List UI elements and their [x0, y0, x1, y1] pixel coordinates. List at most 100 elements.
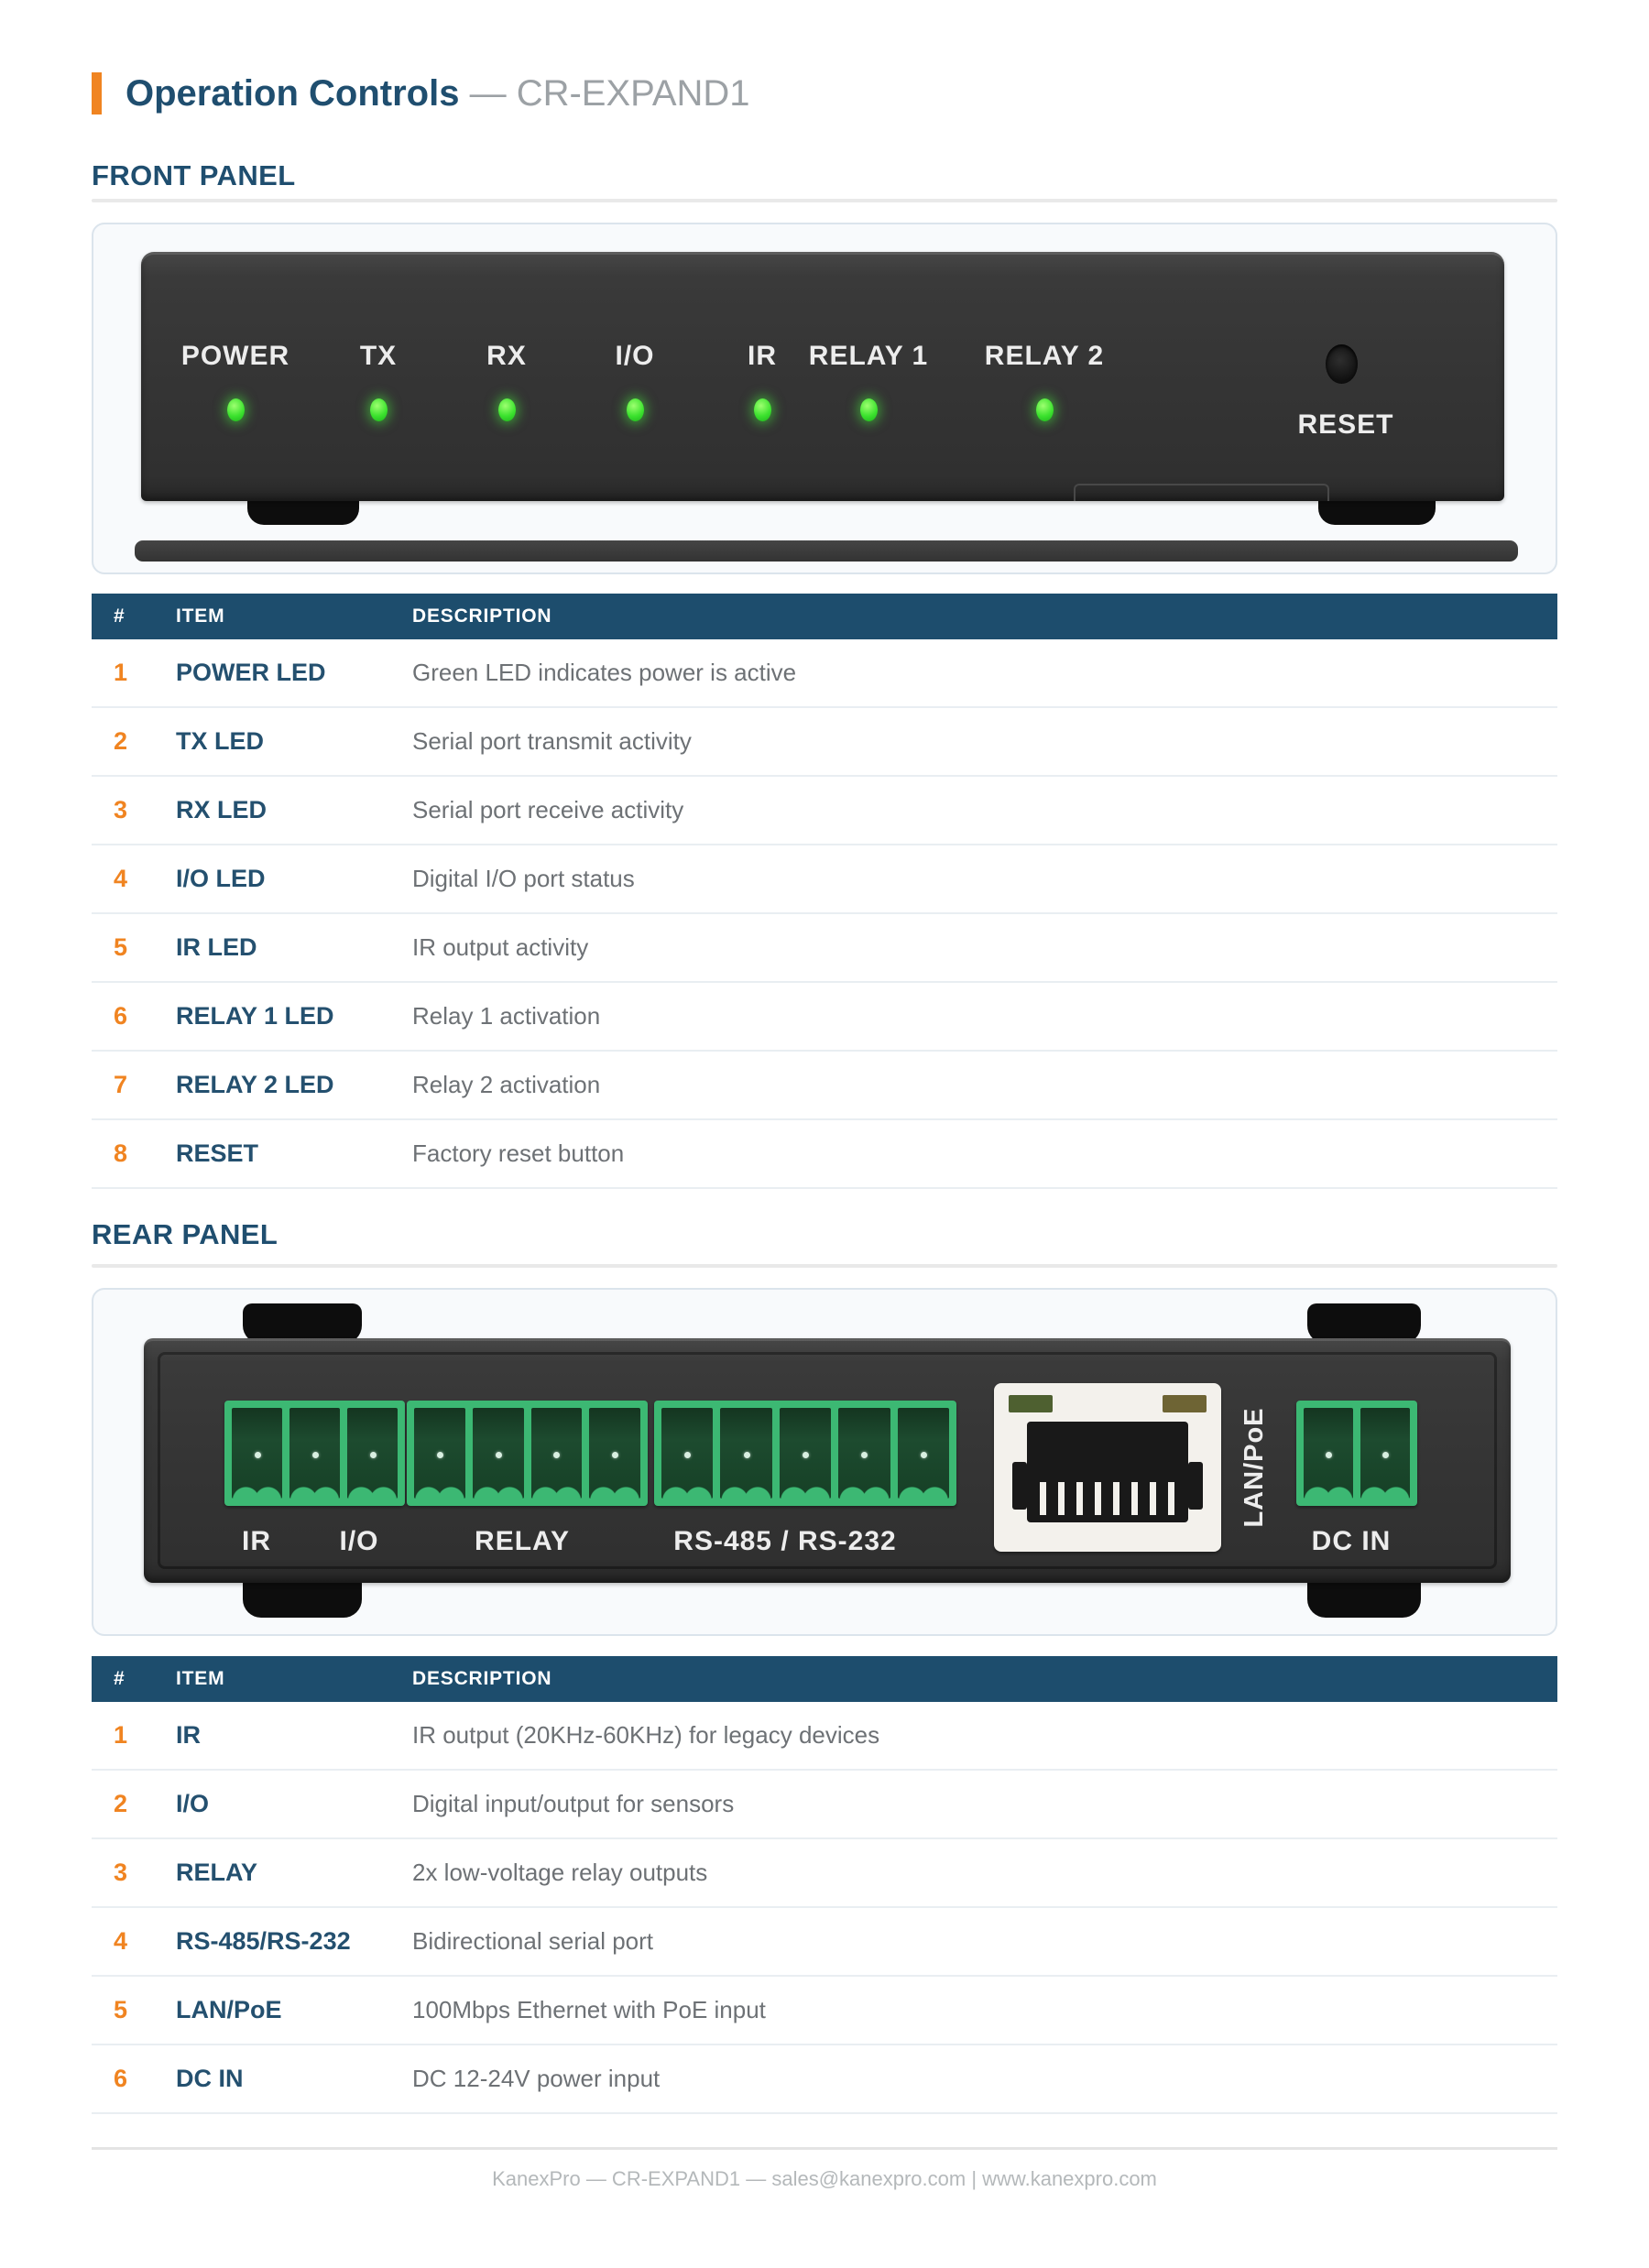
device-foot — [1307, 1579, 1421, 1618]
row-description: IR output activity — [412, 933, 589, 961]
front-led-column: IR — [661, 252, 863, 421]
front-port-label: RX — [486, 341, 527, 371]
row-description: 2x low-voltage relay outputs — [412, 1859, 708, 1886]
row-item: I/O — [176, 1790, 210, 1817]
terminal-block — [654, 1401, 956, 1506]
front-led-column: I/O — [534, 252, 736, 421]
row-item: LAN/PoE — [176, 1996, 282, 2023]
row-item: IR — [176, 1721, 201, 1749]
row-number: 7 — [114, 1071, 128, 1098]
terminal-screw — [311, 1452, 319, 1459]
front-port-label: RELAY 2 — [984, 341, 1105, 371]
device-foot — [243, 1579, 362, 1618]
row-description: Digital input/output for sensors — [412, 1790, 735, 1817]
ethernet-jack-cavity — [1027, 1422, 1188, 1522]
footer-divider — [92, 2147, 1557, 2150]
row-number: 1 — [114, 659, 128, 686]
device-foot — [243, 1303, 362, 1344]
green-led — [626, 398, 644, 421]
row-item: RELAY 2 LED — [176, 1071, 334, 1098]
column-header-item: ITEM — [176, 1668, 225, 1689]
reset-label: RESET — [1297, 409, 1394, 440]
row-item: IR LED — [176, 933, 257, 961]
row-number: 5 — [114, 933, 128, 961]
terminal-screw — [254, 1452, 261, 1459]
green-led — [859, 398, 878, 421]
green-led — [497, 398, 516, 421]
row-number: 4 — [114, 1927, 128, 1955]
page-title: Operation Controls — CR-EXPAND1 — [126, 71, 750, 115]
device-base-strip — [135, 540, 1518, 562]
row-description: Bidirectional serial port — [412, 1927, 654, 1955]
terminal-cell — [779, 1408, 832, 1499]
row-description: Digital I/O port status — [412, 865, 635, 892]
column-header-number: # — [114, 1668, 126, 1689]
front-led-column: TX — [278, 252, 479, 421]
terminal-screw — [553, 1452, 561, 1459]
row-description: DC 12-24V power input — [412, 2065, 661, 2092]
rear-port-label: RS-485 / RS-232 — [673, 1526, 897, 1556]
terminal-cell — [530, 1408, 583, 1499]
terminal-screw — [1326, 1452, 1332, 1459]
row-item: I/O LED — [176, 865, 266, 892]
row-item: RX LED — [176, 796, 268, 823]
ethernet-led-green — [1009, 1395, 1053, 1412]
table-header-row: # ITEM DESCRIPTION — [92, 594, 1557, 639]
row-description: Relay 1 activation — [412, 1002, 601, 1030]
column-header-description: DESCRIPTION — [412, 605, 552, 627]
terminal-cell — [1304, 1408, 1353, 1499]
column-header-description: DESCRIPTION — [412, 1668, 552, 1689]
terminal-block — [407, 1401, 648, 1506]
terminal-cell — [289, 1408, 340, 1499]
green-led — [369, 398, 388, 421]
terminal-block — [224, 1401, 405, 1506]
lan-poe-label: LAN/PoE — [1239, 1407, 1269, 1528]
green-led — [753, 398, 771, 421]
row-number: 8 — [114, 1139, 128, 1167]
rear-panel-divider — [92, 1264, 1557, 1268]
table-row: 5 IR LED IR output activity — [92, 914, 1557, 983]
ethernet-led-amber — [1163, 1395, 1207, 1412]
rear-panel-heading: REAR PANEL — [92, 1218, 278, 1250]
terminal-block — [1296, 1401, 1417, 1506]
terminal-screw — [803, 1452, 810, 1459]
terminal-screw — [920, 1452, 927, 1459]
terminal-cell — [232, 1408, 282, 1499]
reset-button-hole — [1326, 344, 1358, 384]
row-item: RESET — [176, 1139, 259, 1167]
terminal-cell — [720, 1408, 773, 1499]
row-number: 1 — [114, 1721, 128, 1749]
terminal-screw — [369, 1452, 377, 1459]
terminal-cell — [838, 1408, 891, 1499]
front-panel-divider — [92, 199, 1557, 202]
table-row: 4 RS-485/RS-232 Bidirectional serial port — [92, 1908, 1557, 1977]
row-description: Serial port transmit activity — [412, 727, 692, 755]
row-description: Green LED indicates power is active — [412, 659, 797, 686]
front-port-label: IR — [748, 341, 777, 371]
row-item: RS-485/RS-232 — [176, 1927, 351, 1955]
terminal-screw — [612, 1452, 619, 1459]
column-header-item: ITEM — [176, 605, 225, 627]
row-number: 3 — [114, 796, 128, 823]
terminal-screw — [743, 1452, 750, 1459]
row-description: 100Mbps Ethernet with PoE input — [412, 1996, 766, 2023]
terminal-cell — [472, 1408, 524, 1499]
terminal-cell — [414, 1408, 465, 1499]
front-led-column: RX — [406, 252, 607, 421]
front-port-label: I/O — [615, 341, 655, 371]
page-header: Operation Controls — CR-EXPAND1 — [92, 71, 750, 115]
terminal-screw — [495, 1452, 502, 1459]
